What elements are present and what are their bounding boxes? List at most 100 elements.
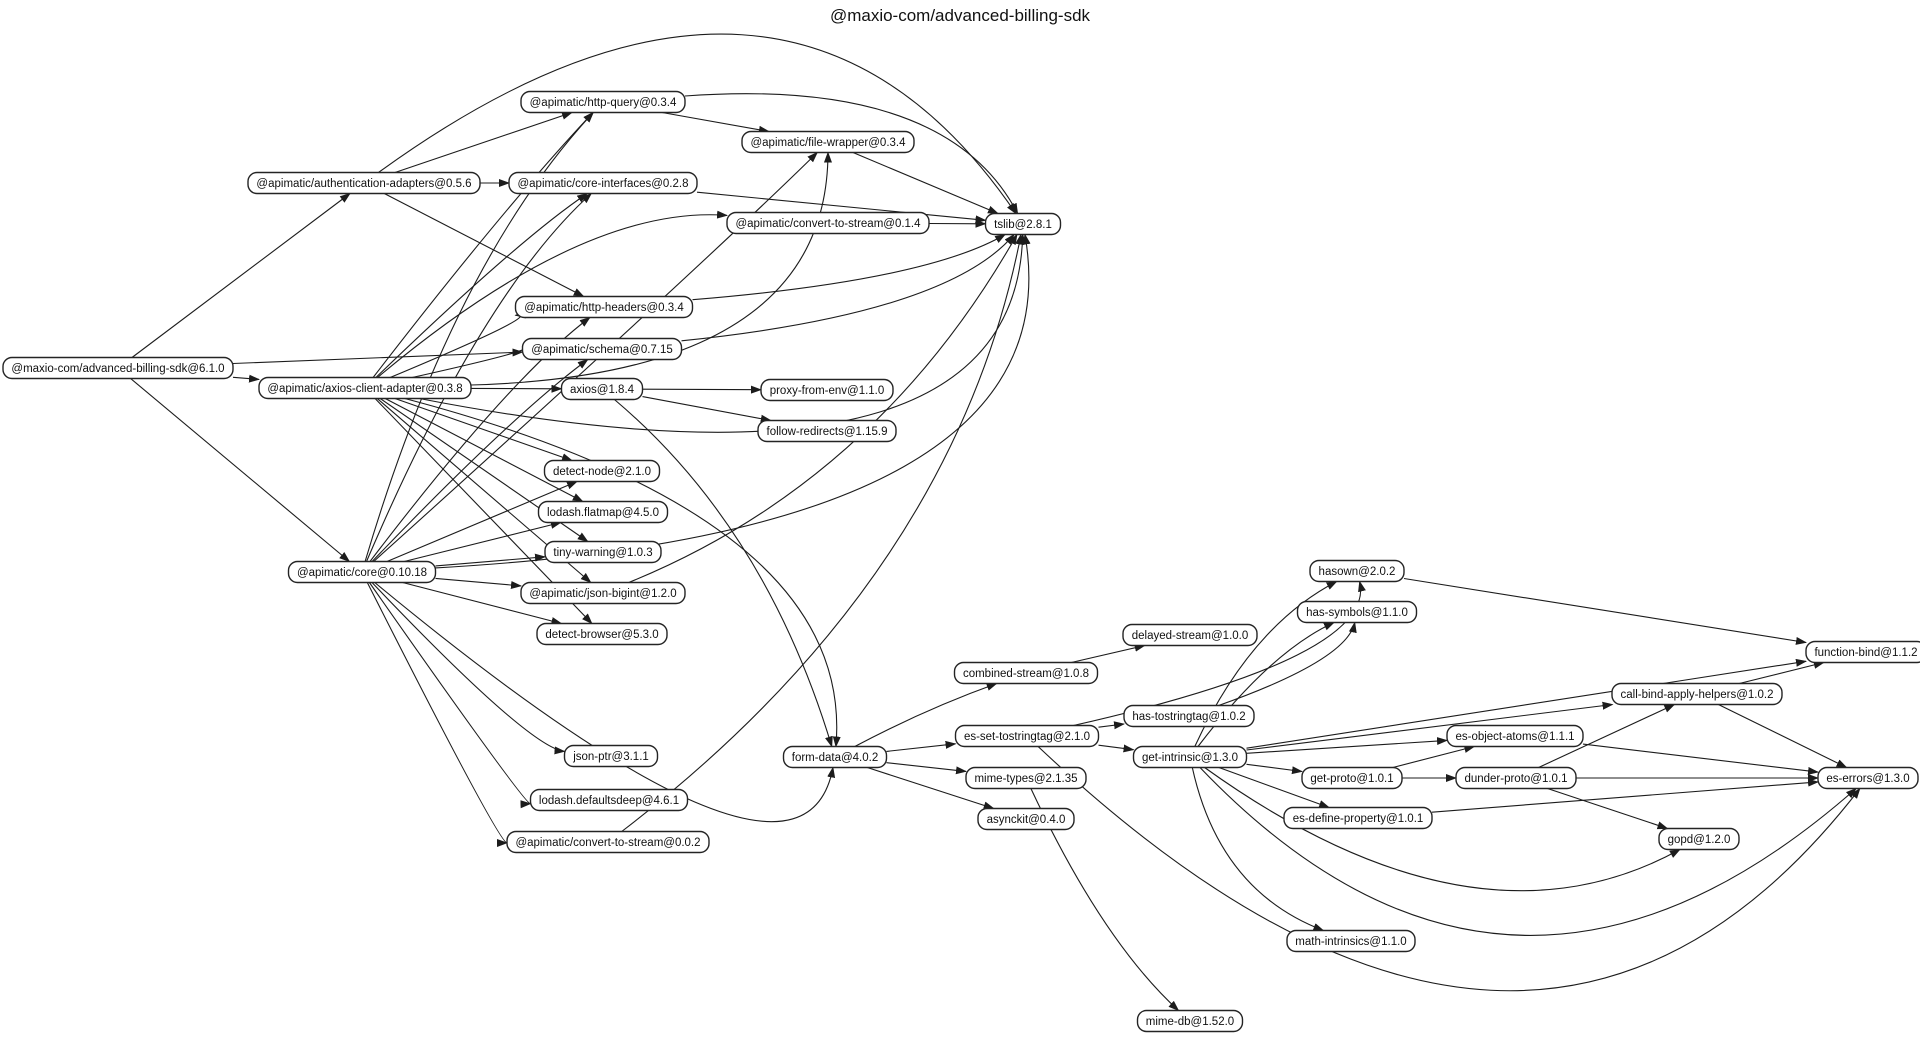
graph-node-cts2[interactable]: @apimatic/convert-to-stream@0.0.2 (506, 830, 710, 854)
node-box (1136, 1009, 1244, 1033)
node-box (1309, 559, 1405, 583)
edge-core-cts2 (366, 582, 508, 847)
edge-cbah-eserr (1718, 704, 1848, 768)
node-box (1805, 640, 1920, 664)
edge-aca-fw (470, 151, 832, 386)
graph-node-ci[interactable]: @apimatic/core-interfaces@0.2.8 (508, 171, 698, 195)
edge-auth-httph (384, 193, 585, 297)
node-label: es-object-atoms@1.1.1 (1455, 731, 1574, 743)
node-box (514, 295, 694, 319)
graph-node-mimedb[interactable]: mime-db@1.52.0 (1136, 1009, 1244, 1033)
edge-hast-hassym (1218, 621, 1357, 707)
edge-esoa-eserr (1582, 743, 1819, 775)
graph-node-esoa[interactable]: es-object-atoms@1.1.1 (1446, 724, 1584, 748)
graph-node-httpq[interactable]: @apimatic/http-query@0.3.4 (520, 90, 686, 114)
node-box (560, 377, 644, 401)
node-label: combined-stream@1.0.8 (963, 668, 1089, 680)
graph-node-schema[interactable]: @apimatic/schema@0.7.15 (521, 337, 683, 361)
graph-node-fw[interactable]: @apimatic/file-wrapper@0.3.4 (741, 130, 915, 154)
edge-esst-geti (1098, 744, 1135, 753)
graph-node-gproto[interactable]: get-proto@1.0.1 (1301, 766, 1403, 790)
node-box (741, 130, 915, 154)
graph-node-dnode[interactable]: detect-node@2.1.0 (543, 459, 661, 483)
graph-node-hast[interactable]: has-tostringtag@1.0.2 (1123, 704, 1255, 728)
edge-fw-tslib (852, 151, 999, 215)
node-label: hasown@2.0.2 (1319, 566, 1396, 578)
node-box (537, 500, 669, 524)
graph-node-hasown[interactable]: hasown@2.0.2 (1309, 559, 1405, 583)
node-label: function-bind@1.1.2 (1814, 647, 1917, 659)
graph-node-lflat[interactable]: lodash.flatmap@4.5.0 (537, 500, 669, 524)
edge-aca-cts1 (377, 210, 728, 378)
node-label: tslib@2.8.1 (994, 219, 1052, 231)
edge-cts2-tslib (621, 233, 1024, 832)
node-box (544, 540, 662, 564)
node-box (726, 211, 930, 235)
graph-node-pfe[interactable]: proxy-from-env@1.1.0 (760, 378, 894, 402)
node-box (563, 744, 659, 768)
graph-node-jptr[interactable]: json-ptr@3.1.1 (563, 744, 659, 768)
graph-node-core[interactable]: @apimatic/core@0.10.18 (287, 560, 437, 584)
edge-axios-pfe (642, 385, 762, 394)
node-box (1817, 766, 1919, 790)
node-label: @maxio-com/advanced-billing-sdk@6.1.0 (11, 363, 224, 375)
graph-node-gopd[interactable]: gopd@1.2.0 (1658, 827, 1740, 851)
graph-node-geti[interactable]: get-intrinsic@1.3.0 (1132, 745, 1248, 769)
graph-node-aca[interactable]: @apimatic/axios-client-adapter@0.3.8 (258, 376, 472, 400)
edge-geti-esoa (1246, 737, 1448, 754)
node-label: @apimatic/core@0.10.18 (297, 567, 427, 579)
node-label: call-bind-apply-helpers@1.0.2 (1621, 689, 1774, 701)
graph-node-esdp[interactable]: es-define-property@1.0.1 (1283, 806, 1433, 830)
node-label: lodash.flatmap@4.5.0 (547, 507, 659, 519)
graph-node-fr[interactable]: follow-redirects@1.15.9 (757, 419, 897, 443)
edge-gproto-esoa (1392, 745, 1476, 769)
graph-node-sdk[interactable]: @maxio-com/advanced-billing-sdk@6.1.0 (2, 356, 234, 380)
edge-core-schema (371, 358, 589, 562)
node-label: form-data@4.0.2 (792, 752, 878, 764)
graph-title: @maxio-com/advanced-billing-sdk (829, 6, 1091, 25)
edge-dproto-cbah (1538, 704, 1676, 768)
graph-node-axios[interactable]: axios@1.8.4 (560, 377, 644, 401)
graph-node-dbrow[interactable]: detect-browser@5.3.0 (536, 622, 668, 646)
edge-ci-tslib (696, 191, 987, 224)
node-label: detect-browser@5.3.0 (545, 629, 658, 641)
graph-node-mathi[interactable]: math-intrinsics@1.1.0 (1286, 929, 1416, 953)
edge-geti-eserr (1199, 767, 1857, 936)
node-label: es-set-tostringtag@2.1.0 (964, 731, 1090, 743)
graph-node-cts1[interactable]: @apimatic/convert-to-stream@0.1.4 (726, 211, 930, 235)
edge-cbah-fbind (1739, 661, 1825, 685)
node-box (984, 212, 1062, 236)
graph-node-formdata[interactable]: form-data@4.0.2 (782, 745, 888, 769)
node-label: proxy-from-env@1.1.0 (770, 385, 885, 397)
graph-node-jbig[interactable]: @apimatic/json-bigint@1.2.0 (520, 581, 686, 605)
edge-core-dnode (386, 480, 578, 563)
graph-node-ldeep[interactable]: lodash.defaultsdeep@4.6.1 (529, 788, 689, 812)
graph-node-cstream[interactable]: combined-stream@1.0.8 (953, 661, 1099, 685)
graph-node-httph[interactable]: @apimatic/http-headers@0.3.4 (514, 295, 694, 319)
node-label: get-intrinsic@1.3.0 (1142, 752, 1238, 764)
edge-geti-cbah (1246, 701, 1614, 751)
node-label: has-tostringtag@1.0.2 (1132, 711, 1245, 723)
graph-node-dproto[interactable]: dunder-proto@1.0.1 (1455, 766, 1577, 790)
node-label: @apimatic/http-query@0.3.4 (530, 97, 677, 109)
node-box (508, 171, 698, 195)
graph-node-dstream[interactable]: delayed-stream@1.0.0 (1122, 623, 1258, 647)
graph-node-fbind[interactable]: function-bind@1.1.2 (1805, 640, 1920, 664)
graph-node-esst[interactable]: es-set-tostringtag@2.1.0 (954, 724, 1100, 748)
graph-node-tiny[interactable]: tiny-warning@1.0.3 (544, 540, 662, 564)
node-label: es-errors@1.3.0 (1826, 773, 1909, 785)
graph-node-mimet[interactable]: mime-types@2.1.35 (965, 766, 1087, 790)
graph-node-cbah[interactable]: call-bind-apply-helpers@1.0.2 (1611, 682, 1783, 706)
edge-dproto-gopd (1547, 787, 1669, 830)
graph-node-asynck[interactable]: asynckit@0.4.0 (977, 807, 1075, 831)
node-label: @apimatic/axios-client-adapter@0.3.8 (267, 383, 462, 395)
node-label: @apimatic/convert-to-stream@0.0.2 (515, 837, 700, 849)
node-layer: @maxio-com/advanced-billing-sdk@6.1.0 @ap… (2, 90, 1920, 1033)
graph-node-hassym[interactable]: has-symbols@1.1.0 (1296, 600, 1418, 624)
graph-node-tslib[interactable]: tslib@2.8.1 (984, 212, 1062, 236)
graph-node-eserr[interactable]: es-errors@1.3.0 (1817, 766, 1919, 790)
graph-node-auth[interactable]: @apimatic/authentication-adapters@0.5.6 (247, 171, 481, 195)
edge-geti-mathi (1191, 767, 1325, 932)
node-label: @apimatic/authentication-adapters@0.5.6 (256, 178, 471, 190)
